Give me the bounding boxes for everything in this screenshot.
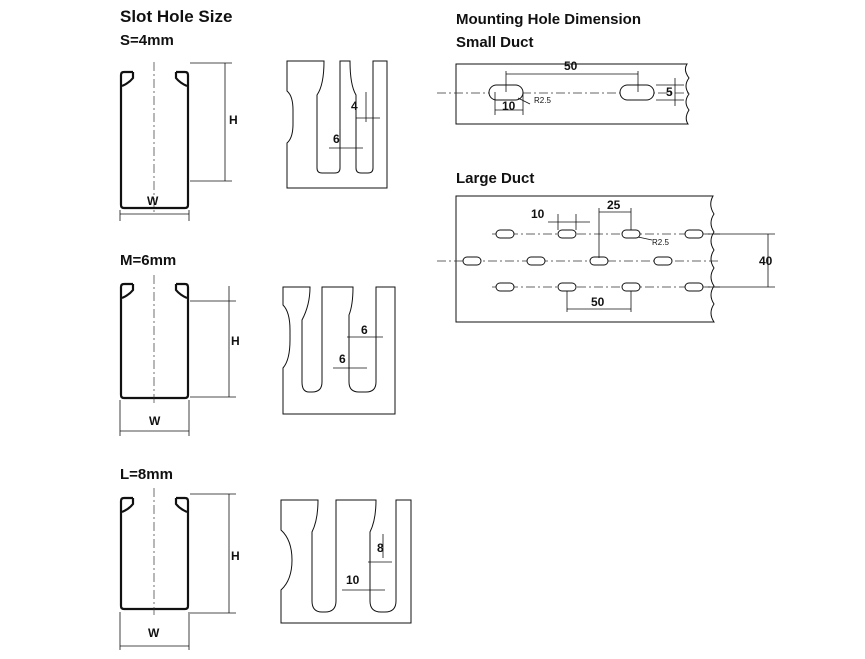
slot-view-medium	[282, 286, 396, 415]
large-length-label: 10	[531, 207, 545, 221]
large-row-spacing-label: 40	[759, 254, 773, 268]
small-width-label: 5	[666, 85, 673, 99]
slot-row-top	[495, 229, 704, 239]
pitch-label-medium: 6	[339, 352, 346, 366]
mounting-hole-dimension-title: Mounting Hole Dimension	[456, 11, 641, 28]
small-length-label: 10	[502, 99, 516, 113]
width-label-small: W	[147, 194, 159, 208]
mounting-slot	[495, 229, 515, 239]
size-label-large: L=8mm	[120, 466, 173, 483]
pitch-label-small: 6	[333, 132, 340, 146]
height-label-large: H	[231, 549, 240, 563]
mounting-slot	[653, 256, 673, 266]
large-duct-drawing	[437, 195, 775, 323]
slot-width-label-medium: 6	[361, 323, 368, 337]
mounting-slot	[462, 256, 482, 266]
height-label-medium: H	[231, 334, 240, 348]
duct-section-small	[119, 62, 232, 221]
small-spacing-label: 50	[564, 59, 578, 73]
large-offset-label: 25	[607, 198, 621, 212]
slot-row-bottom	[495, 282, 704, 292]
large-duct-title: Large Duct	[456, 170, 535, 187]
width-label-medium: W	[149, 414, 161, 428]
mounting-slot	[621, 282, 641, 292]
small-radius-label: R2.5	[534, 96, 551, 105]
size-label-small: S=4mm	[120, 32, 174, 49]
mounting-slot	[621, 229, 641, 239]
slot-view-large	[280, 499, 412, 624]
large-radius-label: R2.5	[652, 238, 669, 247]
slot-hole-size-title: Slot Hole Size	[120, 7, 233, 26]
slot-view-small	[286, 60, 388, 189]
duct-section-large	[119, 488, 236, 650]
pitch-label-large: 10	[346, 573, 360, 587]
size-label-medium: M=6mm	[120, 252, 177, 269]
mounting-slot	[684, 282, 704, 292]
mounting-slot	[557, 229, 577, 239]
slot-row-middle	[462, 256, 673, 266]
large-spacing-label: 50	[591, 295, 605, 309]
width-label-large: W	[148, 626, 160, 640]
slot-width-label-large: 8	[377, 541, 384, 555]
slot-width-label-small: 4	[351, 99, 358, 113]
mounting-slot	[495, 282, 515, 292]
small-duct-title: Small Duct	[456, 34, 534, 51]
mounting-slot	[557, 282, 577, 292]
mounting-slot	[526, 256, 546, 266]
height-label-small: H	[229, 113, 238, 127]
small-duct-drawing	[437, 63, 692, 125]
duct-section-medium	[119, 275, 236, 436]
mounting-slot	[684, 229, 704, 239]
mounting-slot	[589, 256, 609, 266]
mounting-slot	[619, 84, 655, 101]
